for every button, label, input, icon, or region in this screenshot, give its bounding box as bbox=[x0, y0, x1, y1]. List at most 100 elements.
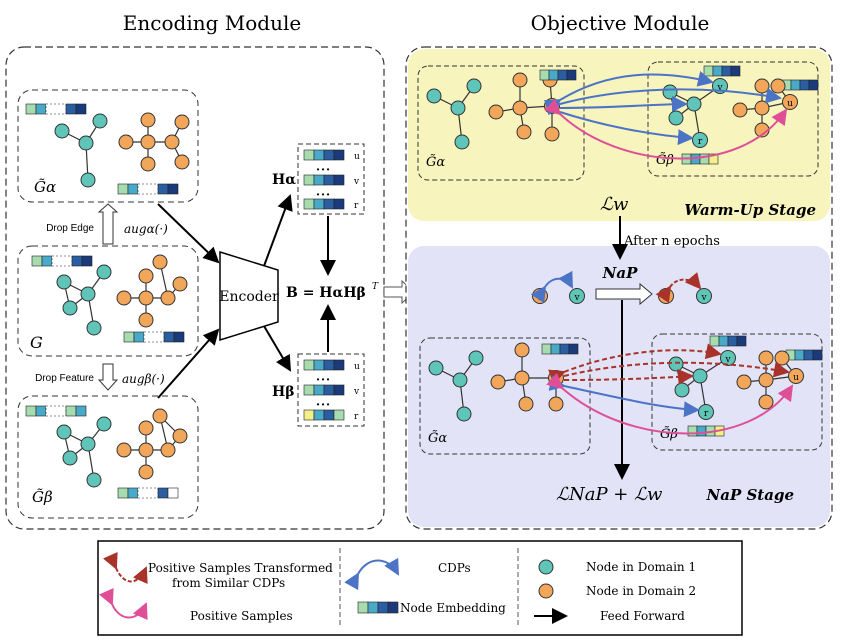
teal-node bbox=[78, 135, 94, 151]
node-r-label: r bbox=[698, 137, 703, 147]
graph-original-label: G bbox=[30, 333, 43, 352]
node-embedding-bar bbox=[703, 65, 741, 77]
orange-node bbox=[174, 154, 190, 170]
encoder-block: Encoder bbox=[219, 250, 279, 342]
after-epochs-label: After n epochs bbox=[623, 234, 720, 249]
teal-node bbox=[426, 88, 442, 104]
positive-sample-arrow bbox=[544, 98, 788, 160]
transformed-sample-arrow bbox=[548, 343, 722, 385]
nap-label: NaP bbox=[602, 264, 638, 282]
teal-node bbox=[80, 172, 96, 188]
orange-node bbox=[758, 372, 774, 388]
h-alpha-label: Hα bbox=[272, 172, 296, 188]
legend-positive-arrow bbox=[98, 587, 148, 621]
teal-node bbox=[662, 84, 678, 100]
node-u-label: u bbox=[787, 99, 793, 109]
node-u-label: u bbox=[553, 375, 559, 385]
feed-forward-arrow bbox=[157, 203, 220, 264]
teal-node bbox=[56, 274, 72, 290]
row-label-u: u bbox=[354, 362, 360, 372]
b-equation-text: B = HαHβ bbox=[286, 285, 366, 301]
teal-node bbox=[56, 424, 72, 440]
h-alpha-matrix: • • • • • • u v r bbox=[297, 143, 365, 215]
encoder-label: Encoder bbox=[219, 289, 279, 305]
node-u-label: u bbox=[537, 293, 543, 303]
teal-node bbox=[80, 436, 96, 452]
legend-domain2-label: Node in Domain 2 bbox=[586, 584, 696, 598]
feed-forward-arrow bbox=[157, 328, 220, 399]
orange-node bbox=[160, 290, 176, 306]
graph-alpha-label: G̃α bbox=[428, 430, 447, 446]
row-label-r: r bbox=[354, 201, 359, 211]
nap-transform: u v NaP u v bbox=[530, 264, 712, 306]
orange-node bbox=[758, 394, 774, 410]
node-embedding-bar bbox=[117, 487, 179, 499]
legend-transformed-arrow bbox=[102, 551, 148, 585]
node-u-label: u bbox=[663, 293, 669, 303]
feed-forward-arrow bbox=[263, 325, 292, 372]
graph-alpha-label: G̃α bbox=[426, 154, 445, 170]
orange-node bbox=[172, 276, 188, 292]
node-embedding-bar bbox=[25, 103, 87, 115]
orange-node bbox=[140, 156, 156, 172]
node-embedding-bar bbox=[785, 349, 823, 361]
orange-node bbox=[164, 134, 180, 150]
orange-node bbox=[770, 78, 786, 94]
legend-feed-forward-label: Feed Forward bbox=[600, 609, 685, 623]
drop-feature-arrow: Drop Feature augβ(·) bbox=[35, 363, 165, 391]
positive-sample-arrow bbox=[546, 372, 794, 435]
legend-embedding-bar bbox=[357, 601, 399, 614]
orange-node bbox=[140, 112, 156, 128]
orange-node bbox=[116, 290, 132, 306]
cdp-arrow bbox=[530, 270, 573, 304]
orange-node bbox=[490, 374, 506, 390]
node-embedding-bar bbox=[541, 343, 579, 355]
matrix-dots: • • • bbox=[317, 375, 330, 384]
orange-node bbox=[138, 312, 154, 328]
orange-node bbox=[140, 134, 156, 150]
orange-node bbox=[754, 78, 770, 94]
teal-node bbox=[668, 356, 684, 372]
orange-node bbox=[116, 442, 132, 458]
orange-node bbox=[152, 254, 168, 270]
teal-node bbox=[456, 406, 472, 422]
node-embedding-bar bbox=[117, 183, 179, 195]
graph-beta-box: G̃β bbox=[17, 395, 199, 519]
orange-node bbox=[754, 100, 770, 116]
teal-node bbox=[96, 416, 112, 432]
teal-node bbox=[86, 320, 102, 336]
node-embedding-bar bbox=[31, 255, 93, 267]
legend-domain1-node bbox=[538, 559, 554, 575]
legend-domain1-label: Node in Domain 1 bbox=[586, 560, 696, 574]
warmup-stage-label: Warm-Up Stage bbox=[684, 201, 816, 219]
node-u-label: u bbox=[793, 373, 799, 383]
orange-node bbox=[512, 72, 528, 88]
teal-node bbox=[96, 264, 112, 280]
node-v-label: v bbox=[573, 293, 580, 303]
feed-forward-arrow bbox=[263, 194, 293, 267]
orange-node bbox=[160, 442, 176, 458]
orange-node bbox=[512, 100, 528, 116]
orange-node bbox=[138, 442, 154, 458]
node-r-label: r bbox=[704, 409, 709, 419]
orange-node bbox=[514, 342, 530, 358]
teal-node bbox=[62, 300, 78, 316]
matrix-dots: • • • bbox=[317, 400, 330, 409]
orange-node bbox=[174, 114, 190, 130]
teal-node bbox=[668, 110, 684, 126]
orange-node bbox=[138, 420, 154, 436]
graph-alpha-box: G̃α bbox=[17, 89, 199, 203]
teal-node bbox=[92, 113, 108, 129]
node-v-label: v bbox=[724, 355, 731, 365]
legend-cdp-label: CDPs bbox=[438, 561, 471, 575]
orange-node bbox=[544, 126, 560, 142]
objective-module-title: Objective Module bbox=[531, 11, 710, 35]
graph-beta-label: G̃β bbox=[32, 488, 53, 506]
orange-node bbox=[732, 102, 748, 118]
node-embedding-bar bbox=[25, 405, 87, 417]
drop-edge-label: Drop Edge bbox=[46, 223, 94, 234]
legend-embedding-label: Node Embedding bbox=[400, 601, 506, 615]
h-beta-matrix: • • • • • • u v r bbox=[297, 353, 365, 427]
orange-node bbox=[758, 350, 774, 366]
